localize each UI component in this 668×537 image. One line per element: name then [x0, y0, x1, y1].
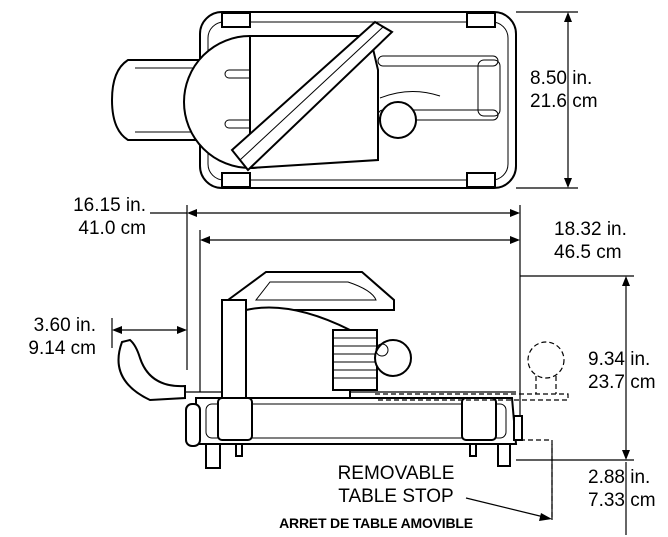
- feed-extension-dimension: [111, 318, 187, 348]
- callout-line3: ARRET DE TABLE AMOVIBLE: [279, 515, 473, 531]
- top-height-label: 8.50 in. 21.6 cm: [530, 67, 598, 113]
- side-height-dimension: [520, 275, 634, 460]
- callout-line1: REMOVABLE: [337, 463, 455, 484]
- table-length-label: 18.32 in. 46.5 cm: [554, 218, 627, 264]
- side-height-label: 9.34 in. 23.7 cm: [588, 348, 668, 394]
- feed-extension-label: 3.60 in. 9.14 cm: [0, 314, 96, 360]
- stop-drop-metric: 7.33 cm: [588, 490, 656, 511]
- overall-width-imperial: 16.15 in.: [73, 195, 146, 216]
- top-height-metric: 21.6 cm: [530, 91, 598, 112]
- stop-drop-imperial: 2.88 in.: [588, 467, 651, 488]
- table-stop-callout: REMOVABLE TABLE STOP: [266, 462, 526, 508]
- side-height-imperial: 9.34 in.: [588, 349, 651, 370]
- table-length-imperial: 18.32 in.: [554, 219, 627, 240]
- side-view: [117, 271, 569, 520]
- table-length-metric: 46.5 cm: [554, 242, 622, 263]
- overall-width-dimension: [150, 205, 521, 420]
- table-length-dimension: [199, 230, 520, 392]
- top-height-imperial: 8.50 in.: [530, 68, 593, 89]
- top-view: [110, 11, 517, 189]
- overall-width-label: 16.15 in. 41.0 cm: [26, 194, 146, 240]
- feed-extension-metric: 9.14 cm: [28, 338, 96, 359]
- table-stop-leader: [465, 497, 552, 521]
- top-height-dimension: [516, 11, 578, 189]
- stop-drop-label: 2.88 in. 7.33 cm: [588, 466, 668, 512]
- table-stop-callout-french: ARRET DE TABLE AMOVIBLE: [246, 512, 506, 535]
- overall-width-metric: 41.0 cm: [78, 218, 146, 239]
- feed-extension-imperial: 3.60 in.: [33, 315, 96, 336]
- callout-line2: TABLE STOP: [338, 486, 454, 507]
- stop-drop-dimension: [516, 459, 634, 535]
- side-height-metric: 23.7 cm: [588, 372, 656, 393]
